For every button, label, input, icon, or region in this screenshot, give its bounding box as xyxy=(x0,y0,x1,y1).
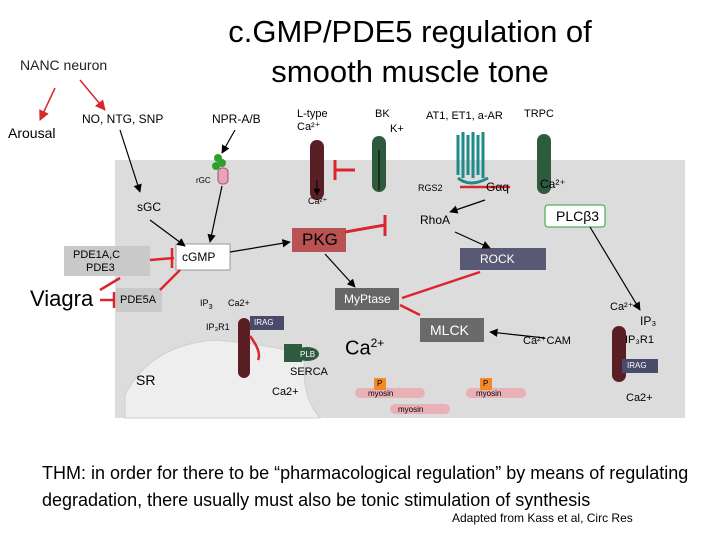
myosin1-label: myosin xyxy=(368,389,394,398)
ip3r1-left-label: IP₃R1 xyxy=(206,322,230,332)
phospho-p2 xyxy=(480,378,492,390)
arrow-no-to-sgc xyxy=(119,129,142,193)
arrow-sgc-cgmp xyxy=(149,219,186,247)
p1-label: P xyxy=(377,379,383,388)
ca2-left-label: Ca2+ xyxy=(228,298,250,308)
arrow-cgmp-pkg xyxy=(229,239,291,253)
myosin-filaments xyxy=(355,388,526,414)
credit-text: Adapted from Kass et al, Circ Res xyxy=(452,511,633,525)
rgc-receptor xyxy=(212,154,229,185)
ca-right-label: Ca²⁺ xyxy=(610,301,634,313)
ca2-center-sup: 2+ xyxy=(370,336,385,350)
arrow-gq-rhoa xyxy=(449,199,486,214)
plb-label: PLB xyxy=(300,350,316,359)
ip3-left-text: IP xyxy=(200,298,209,308)
mlck-label: MLCK xyxy=(430,322,469,338)
ip3-left-sub: 3 xyxy=(208,301,213,311)
plcb3-label: PLCβ3 xyxy=(556,208,600,224)
l-type-label-1: L-type xyxy=(297,108,328,120)
pde1-box xyxy=(64,246,150,276)
rhoa-label: RhoA xyxy=(420,213,451,227)
rgs2-label: RGS2 xyxy=(418,183,443,193)
trpc-channel xyxy=(537,134,551,194)
arrow-pkg-myptase xyxy=(324,253,356,288)
sr-compartment xyxy=(124,339,322,419)
mlck-box xyxy=(420,318,484,342)
sr-label: SR xyxy=(136,372,156,388)
ca2-sr-label: Ca2+ xyxy=(272,386,299,398)
inhibit-pde1-cgmp xyxy=(149,256,175,262)
arrow-rhoa-rock xyxy=(454,231,491,249)
page-title: c.GMP/PDE5 regulation of smooth muscle t… xyxy=(228,14,592,89)
pkg-box xyxy=(292,228,346,252)
pde5a-label: PDE5A xyxy=(120,294,157,306)
ca2-center-text: Ca xyxy=(345,337,371,360)
irag-left-label: IRAG xyxy=(254,318,274,327)
l-type-label-2: Ca²⁺ xyxy=(297,121,321,133)
sgc-label: sGC xyxy=(137,200,161,214)
arrow-nanc-to-no xyxy=(79,79,106,111)
pde3-label: PDE3 xyxy=(86,262,115,274)
ca-influx-label: Ca²⁺ xyxy=(308,196,328,206)
viagra-label: Viagra xyxy=(30,286,94,311)
no-ntg-snp-label: NO, NTG, SNP xyxy=(82,112,164,126)
arrow-npr-to-rgc xyxy=(221,129,236,154)
ca2-center-label: Ca2+ xyxy=(345,336,384,361)
bk-label: BK xyxy=(375,108,390,120)
inhibit-myptase-mlck xyxy=(399,303,421,317)
galpha-q-label: Gαq xyxy=(486,180,509,194)
plb-oval xyxy=(295,347,319,361)
gpcr-label: AT1, ET1, a-AR xyxy=(426,110,503,122)
phospho-p1 xyxy=(374,378,386,390)
ca-cam-label: Ca²⁺CAM xyxy=(523,335,571,347)
ca-trpc-label: Ca²⁺ xyxy=(540,177,566,191)
irag-left-box xyxy=(250,316,284,330)
cgmp-box xyxy=(175,243,231,271)
ca2-right-store-label: Ca2+ xyxy=(626,392,653,404)
pde1-label: PDE1A,C xyxy=(73,249,121,261)
irag-right-label: IRAG xyxy=(627,361,647,370)
k-label: K+ xyxy=(390,123,404,135)
myosin2-label: myosin xyxy=(476,389,502,398)
ip3r1-channel-left xyxy=(238,318,250,378)
npr-label: NPR-A/B xyxy=(212,112,261,126)
rock-box xyxy=(460,248,546,270)
nanc-neuron-label: NANC neuron xyxy=(20,57,108,73)
arrow-cacam-mlck xyxy=(489,328,546,339)
rock-label: ROCK xyxy=(480,252,515,266)
inhibit-viagra-pde1 xyxy=(99,276,121,292)
inhibit-pkg-rhoa xyxy=(344,223,386,234)
inhibit-irag-left xyxy=(248,335,261,361)
ip3-left-label: IP3 xyxy=(200,298,213,311)
irag-right-box xyxy=(622,359,658,373)
rgc-label: rGC xyxy=(196,176,211,185)
myptase-box xyxy=(335,288,399,310)
ip3r1-channel-right xyxy=(612,326,626,382)
inhibit-rock-myptase xyxy=(401,270,481,300)
ip3-right-label: IP₃ xyxy=(640,314,657,328)
gpcr-receptor xyxy=(456,132,489,185)
cgmp-label: cGMP xyxy=(182,250,216,264)
thm-note: THM: in order for there to be “pharmacol… xyxy=(42,463,689,510)
ip3r1-right-label: IP₃R1 xyxy=(625,334,654,346)
p2-label: P xyxy=(483,379,489,388)
plcb3-box xyxy=(544,204,606,228)
arrow-plc-ip3 xyxy=(589,226,641,311)
arousal-label: Arousal xyxy=(8,125,56,141)
myptase-label: MyPtase xyxy=(344,292,391,306)
trpc-label: TRPC xyxy=(524,108,554,120)
pde5a-box xyxy=(116,288,162,312)
myosin3-label: myosin xyxy=(398,405,424,414)
l-type-channel xyxy=(310,140,324,200)
arrow-rgc-cgmp xyxy=(207,185,223,243)
inhibit-pde5-cgmp xyxy=(159,269,181,291)
serca-label: SERCA xyxy=(290,366,328,378)
pkg-label: PKG xyxy=(302,230,338,249)
arrow-nanc-to-arousal xyxy=(39,87,56,121)
